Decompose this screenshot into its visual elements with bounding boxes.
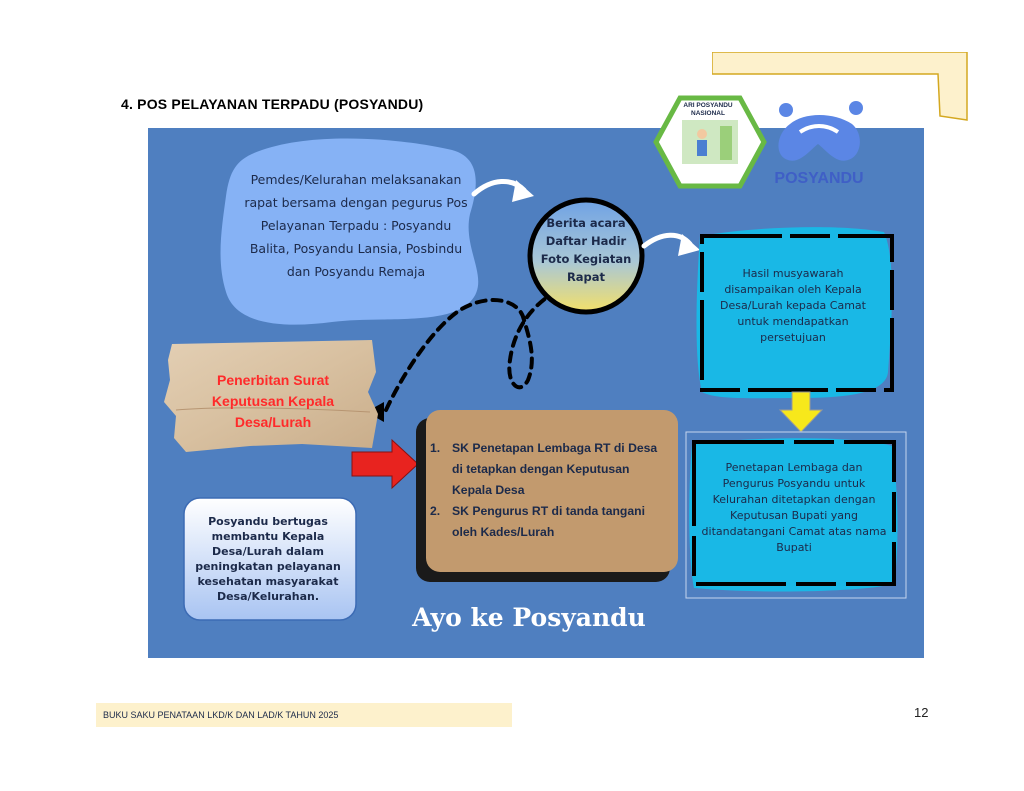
sk-item-number: 1. (430, 441, 441, 455)
sk-item-number: 2. (430, 504, 441, 518)
cloud-bubble (220, 138, 479, 325)
red-arrow (351, 438, 419, 490)
curved-arrow-1-head (512, 180, 534, 202)
sk-list-item: 2. SK Pengurus RT di tanda tangani oleh … (430, 501, 662, 543)
footer-band (96, 703, 512, 727)
documentation-text: Berita acara Daftar Hadir Foto Kegiatan … (540, 216, 632, 284)
posyandu-logo-text: POSYANDU (774, 170, 864, 187)
paper-crease (175, 407, 371, 413)
sk-list: 1. SK Penetapan Lembaga RT di Desa di te… (430, 438, 662, 543)
posyandu-day-badge (653, 95, 767, 189)
final-blob (689, 438, 898, 592)
result-blob (696, 227, 892, 399)
sk-list-item: 1. SK Penetapan Lembaga RT di Desa di te… (430, 438, 662, 501)
dashed-loop-path (384, 296, 548, 412)
sk-item-text: SK Pengurus RT di tanda tangani oleh Kad… (452, 504, 645, 539)
slogan: Ayo ke Posyandu (412, 603, 646, 632)
meeting-text: Pemdes/Kelurahan melaksanakan rapat bers… (244, 172, 468, 279)
final-box-outline (692, 440, 896, 586)
duty-box (183, 497, 357, 621)
page-number: 12 (914, 705, 929, 720)
sk-item-text: SK Penetapan Lembaga RT di Desa di tetap… (452, 441, 658, 497)
final-frame (685, 431, 907, 599)
corner-tab-decoration (712, 52, 968, 121)
deliberation-result-text: Hasil musyawarah disampaikan oleh Kepala… (720, 267, 866, 344)
curved-arrow-2-head (678, 234, 700, 256)
documentation-circle (527, 197, 645, 315)
decree-issuance-text: Penerbitan Surat Keputusan Kepala Desa/L… (211, 372, 335, 430)
posyandu-logo (778, 101, 863, 161)
footer-text: BUKU SAKU PENATAAN LKD/K DAN LAD/K TAHUN… (103, 710, 339, 720)
result-box-outline (700, 234, 894, 392)
torn-paper (164, 340, 378, 452)
sk-box (426, 410, 678, 572)
final-stipulation-text: Penetapan Lembaga dan Pengurus Posyandu … (701, 461, 887, 554)
badge-label: ARI POSYANDU NASIONAL (683, 102, 733, 117)
section-title: 4. POS PELAYANAN TERPADU (POSYANDU) (121, 96, 424, 112)
posyandu-duty-text: Posyandu bertugas membantu Kepala Desa/L… (195, 515, 341, 603)
down-arrow (778, 391, 824, 433)
